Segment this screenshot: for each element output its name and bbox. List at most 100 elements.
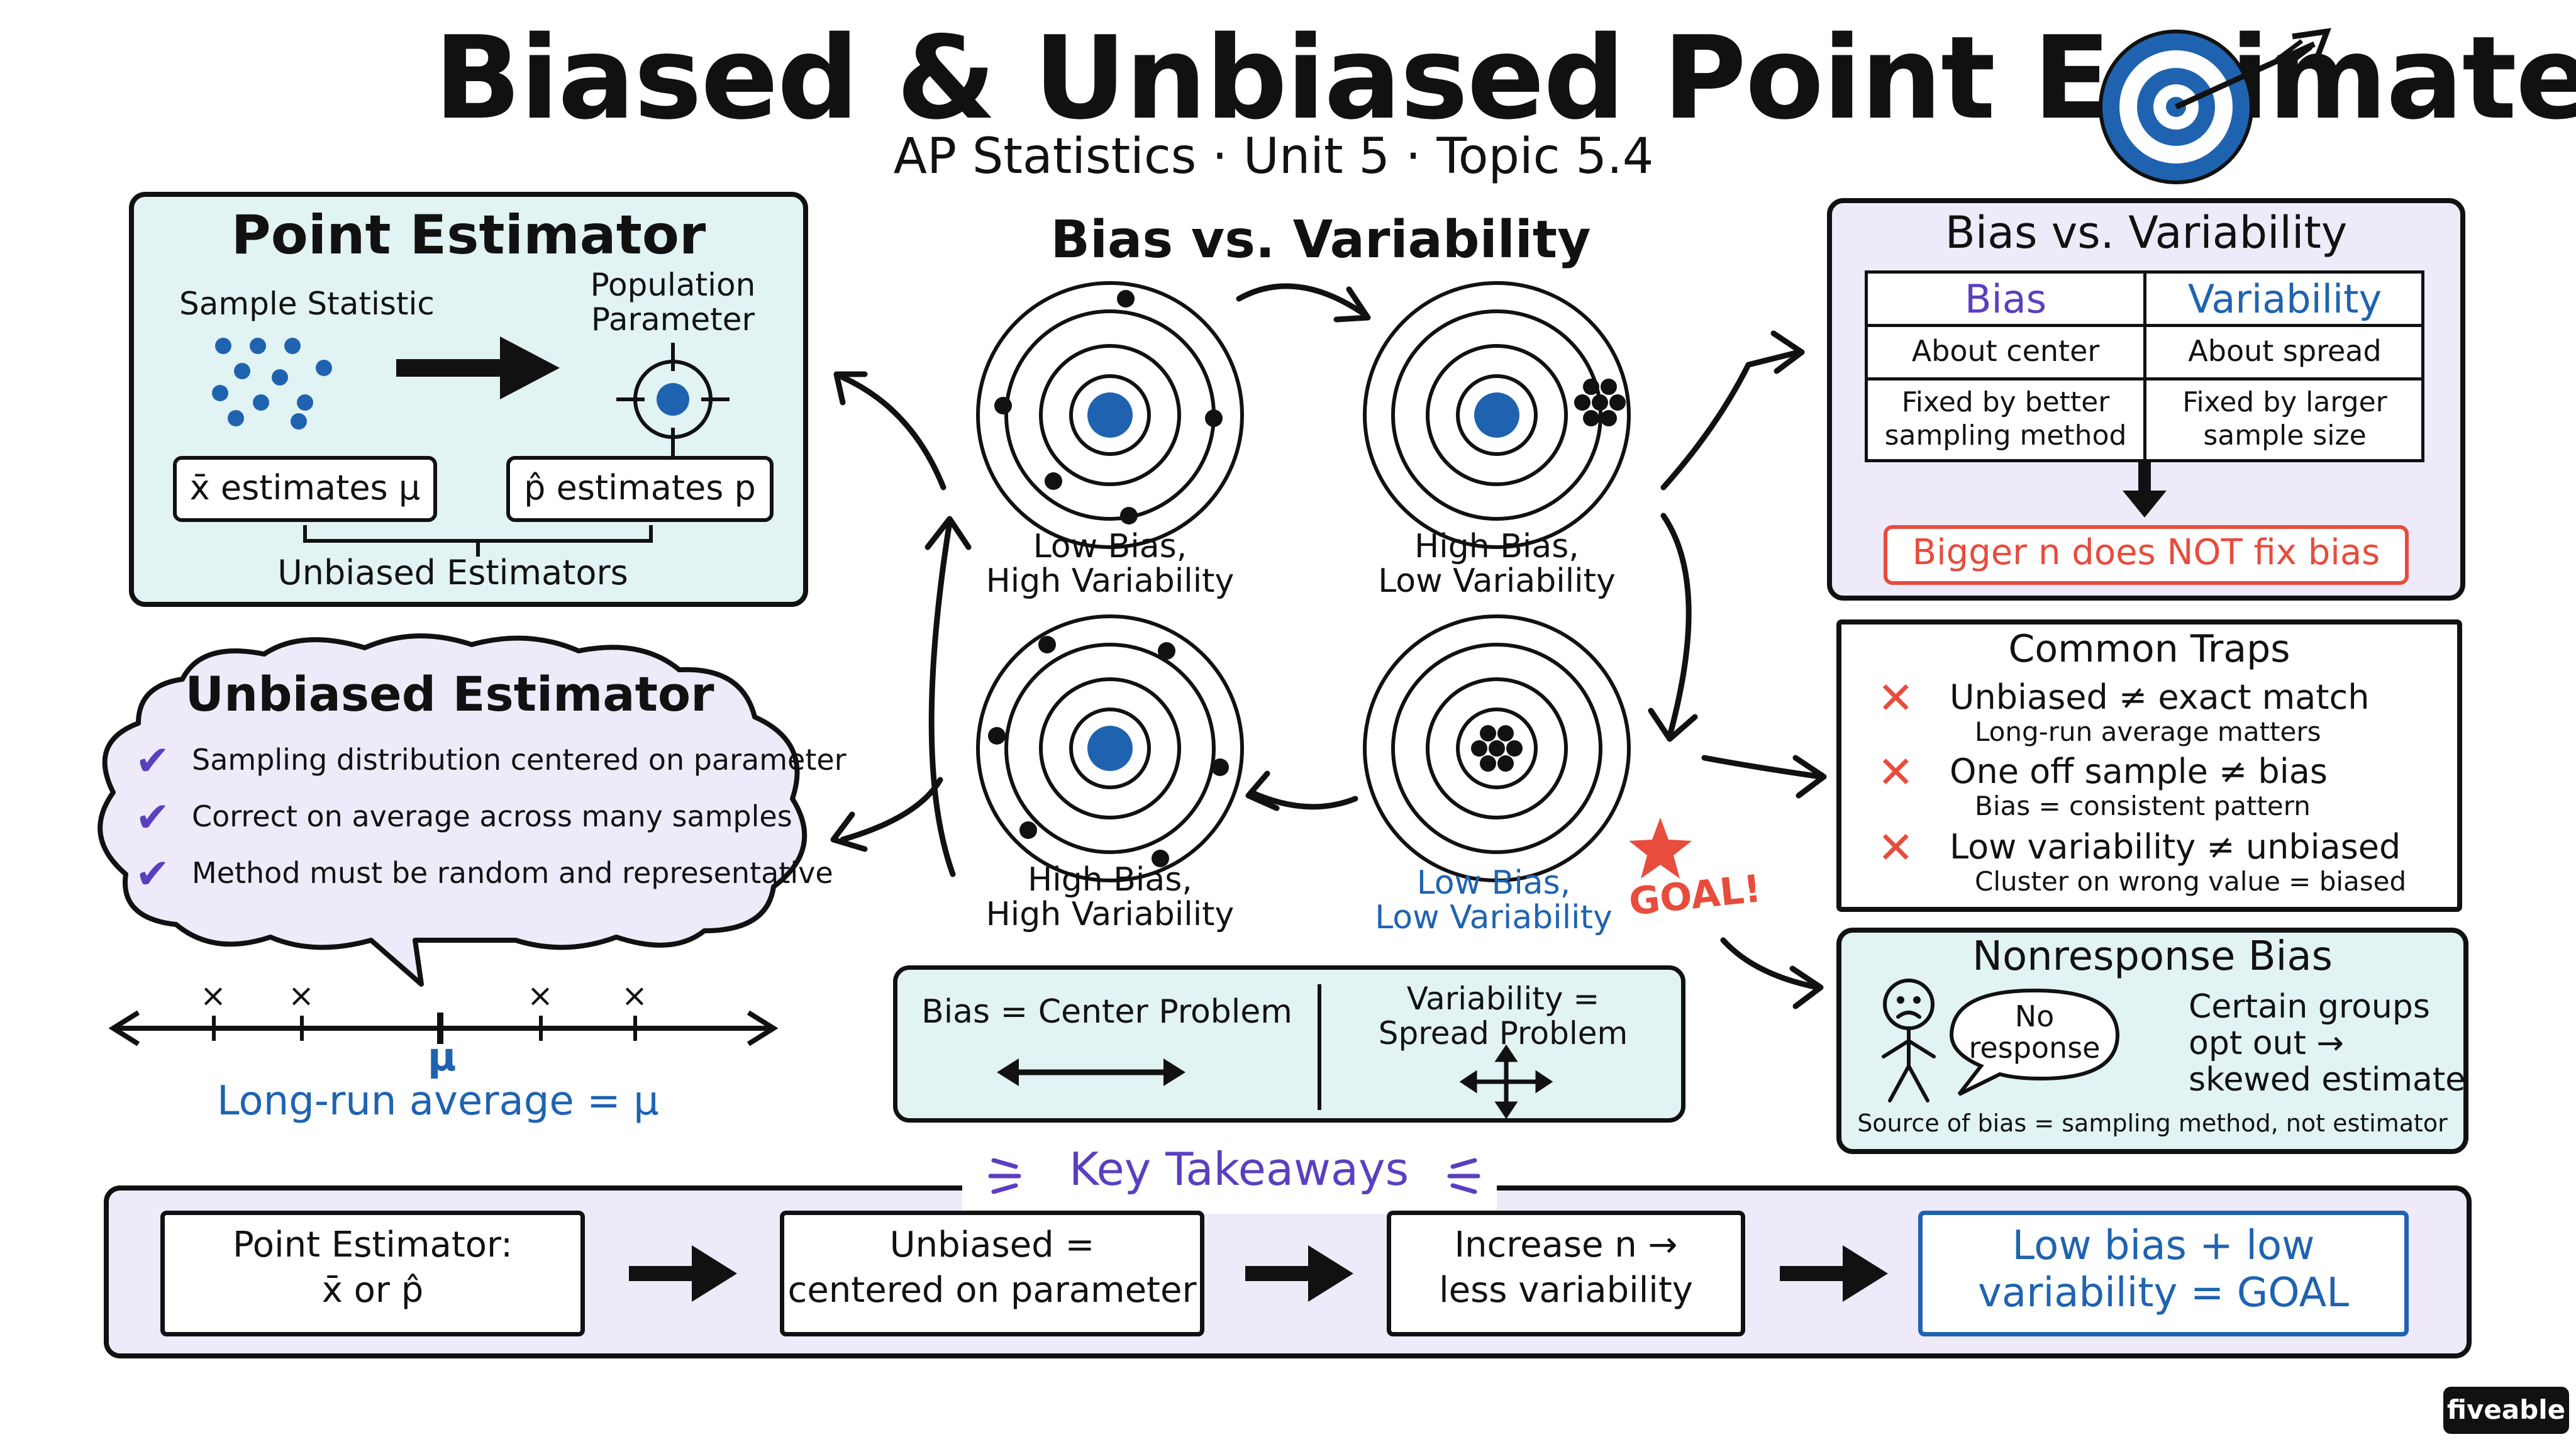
- sample-mark: ×: [200, 977, 226, 1014]
- nonresponse-title: Nonresponse Bias: [1972, 933, 2333, 980]
- target-label-4-line2: Low Variability: [1375, 899, 1613, 936]
- target-low-bias-high-var: [976, 281, 1244, 549]
- sample-mark: ×: [527, 977, 553, 1014]
- takeaway-step-3: [1387, 1211, 1745, 1336]
- target-label-3-line1: High Bias,: [1028, 861, 1192, 899]
- right-arrow-icon: [1245, 1245, 1353, 1302]
- trap-3-main: Low variability ≠ unbiased: [1950, 827, 2401, 867]
- xbar-estimate-box: [173, 456, 437, 522]
- common-traps-panel: [1836, 619, 2462, 912]
- table-cell-var-2a: Fixed by larger: [2182, 386, 2387, 418]
- problem-summary-box: [893, 965, 1685, 1123]
- fiveable-badge: [2443, 1387, 2569, 1434]
- takeaway-step-1: [160, 1211, 585, 1336]
- cycle-arrows: [830, 283, 1827, 1009]
- table-header-bias: Bias: [1964, 276, 2047, 322]
- nonresponse-panel: [1836, 928, 2468, 1154]
- table-row-divider: [1865, 324, 2424, 327]
- x-mark-icon: ✕: [1877, 672, 1914, 724]
- nonresponse-source: Source of bias = sampling method, not es…: [1857, 1109, 2448, 1137]
- nonresponse-desc-3: skewed estimate: [2189, 1061, 2466, 1099]
- target-label-3-line2: High Variability: [985, 896, 1235, 933]
- warning-box: [1884, 525, 2409, 585]
- trap-2-main: One off sample ≠ bias: [1950, 752, 2328, 791]
- page-subtitle: AP Statistics · Unit 5 · Topic 5.4: [893, 128, 1654, 185]
- target-label-1-line1: Low Bias,: [1033, 528, 1187, 565]
- sample-statistic-label: Sample Statistic: [179, 286, 435, 322]
- takeaways-title-backdrop: [962, 1157, 1497, 1214]
- target-label-2-line2: Low Variability: [1378, 562, 1616, 600]
- takeaway-1-line2: x̄ or p̂: [321, 1270, 424, 1311]
- sparkle-left-icon: [988, 1158, 1021, 1194]
- takeaway-3-line1: Increase n →: [1454, 1224, 1678, 1265]
- takeaway-2-line2: centered on parameter: [787, 1270, 1197, 1311]
- number-line: [108, 1010, 779, 1046]
- table-cell-bias-2b: sampling method: [1884, 419, 2127, 452]
- takeaway-1-line1: Point Estimator:: [233, 1224, 513, 1265]
- takeaway-4-line1: Low bias + low: [2012, 1223, 2315, 1269]
- table-cell-var-1: About spread: [2188, 334, 2382, 368]
- speech-bubble-line2: response: [1968, 1031, 2101, 1065]
- unbiased-item-3: Method must be random and representative: [192, 856, 833, 890]
- check-icon: ✔: [135, 850, 170, 898]
- point-estimator-panel: [129, 192, 808, 607]
- takeaway-2-line1: Unbiased =: [889, 1224, 1095, 1265]
- x-mark-icon: ✕: [1877, 822, 1914, 874]
- phat-estimate-label: p̂ estimates p: [524, 468, 756, 508]
- bias-problem-label: Bias = Center Problem: [921, 993, 1292, 1031]
- unbiased-estimators-label: Unbiased Estimators: [277, 553, 628, 592]
- warning-label: Bigger n does NOT fix bias: [1912, 532, 2380, 573]
- table-cell-bias-2a: Fixed by better: [1901, 386, 2110, 418]
- star-icon: [1629, 818, 1692, 879]
- unbiased-item-2: Correct on average across many samples: [192, 799, 792, 833]
- variability-problem-line1: Variability =: [1406, 980, 1600, 1017]
- key-takeaways-title: Key Takeaways: [1069, 1143, 1409, 1196]
- summary-divider: [1318, 984, 1321, 1110]
- target-high-bias-low-var: [1363, 281, 1631, 549]
- variability-problem-line2: Spread Problem: [1378, 1015, 1628, 1052]
- trap-2-sub: Bias = consistent pattern: [1975, 791, 2311, 821]
- double-arrow-icon: [997, 1058, 1185, 1086]
- population-parameter-label-1: Population: [590, 267, 756, 303]
- phat-estimate-box: [506, 456, 774, 522]
- target-high-bias-high-var: [976, 614, 1244, 882]
- target-label-2-line1: High Bias,: [1414, 528, 1579, 565]
- trap-1-sub: Long-run average matters: [1975, 716, 2321, 747]
- table-cell-bias-1: About center: [1911, 334, 2100, 368]
- check-icon: ✔: [135, 793, 170, 841]
- takeaway-step-2: [780, 1211, 1204, 1336]
- unbiased-item-1: Sampling distribution centered on parame…: [192, 743, 847, 777]
- target-low-bias-low-var: [1363, 614, 1631, 882]
- check-icon: ✔: [135, 736, 170, 785]
- speech-bubble-line1: No: [2014, 999, 2055, 1033]
- table-row-divider: [1865, 377, 2424, 380]
- fiveable-logo-text: fiveable: [2446, 1394, 2566, 1425]
- table-header-variability: Variability: [2187, 276, 2382, 322]
- unbiased-estimator-title: Unbiased Estimator: [185, 666, 714, 722]
- takeaway-3-line2: less variability: [1439, 1270, 1693, 1311]
- common-traps-title: Common Traps: [2008, 627, 2290, 671]
- spread-arrows-icon: [1459, 1044, 1553, 1119]
- center-title: Bias vs. Variability: [1050, 210, 1591, 270]
- sample-dots-icon: [212, 338, 332, 430]
- bracket-icon: [303, 525, 653, 557]
- crosshair-icon: [616, 343, 730, 456]
- sample-mark: ×: [288, 977, 314, 1014]
- speech-bubble: [1949, 988, 2120, 1096]
- sample-mark: ×: [621, 977, 648, 1014]
- table-col-divider: [2143, 270, 2146, 462]
- target-arrow-icon: [2099, 28, 2331, 184]
- trap-3-sub: Cluster on wrong value = biased: [1975, 866, 2407, 897]
- point-estimator-title: Point Estimator: [231, 204, 706, 267]
- right-arrow-icon: [396, 336, 560, 399]
- thought-cloud: [97, 633, 808, 987]
- trap-1-main: Unbiased ≠ exact match: [1950, 677, 2370, 717]
- nonresponse-desc-1: Certain groups: [2189, 988, 2430, 1026]
- population-parameter-label-2: Parameter: [591, 301, 755, 338]
- takeaway-step-4: [1918, 1211, 2409, 1336]
- bias-table-title: Bias vs. Variability: [1945, 207, 2348, 258]
- mu-label: μ: [428, 1034, 457, 1080]
- right-arrow-icon: [629, 1245, 737, 1302]
- right-arrow-icon: [1780, 1245, 1888, 1302]
- down-arrow-icon: [2123, 462, 2167, 518]
